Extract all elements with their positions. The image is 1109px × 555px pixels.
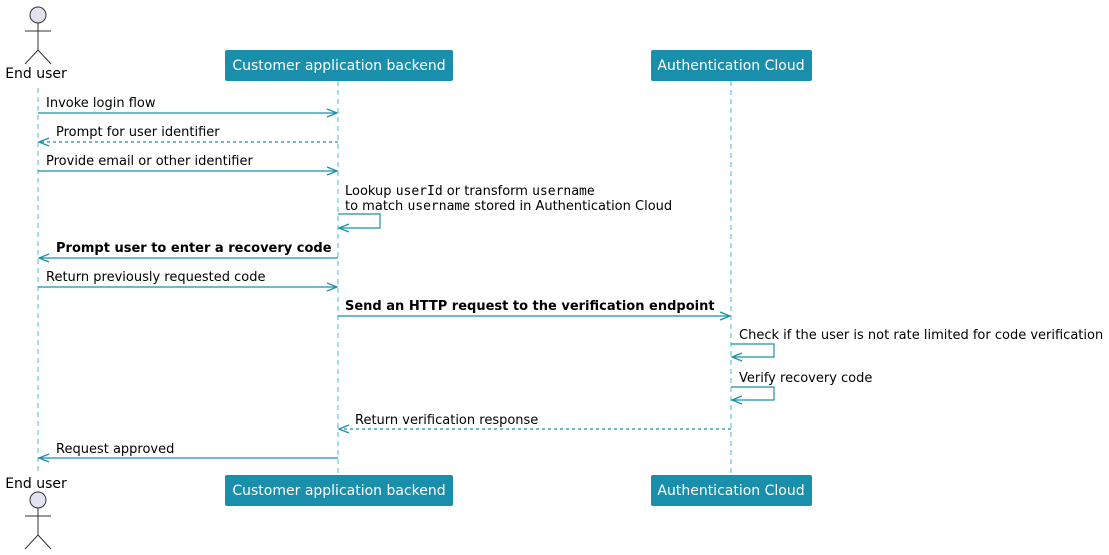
- message-return-code: Return previously requested code: [38, 270, 337, 287]
- message-label: Return verification response: [355, 413, 538, 428]
- participant-auth-cloud-bottom: Authentication Cloud: [651, 475, 812, 506]
- message-prompt-identifier: Prompt for user identifier: [39, 125, 338, 142]
- message-invoke-login: Invoke login flow: [38, 96, 337, 113]
- message-label: Request approved: [56, 442, 174, 457]
- message-provide-identifier: Provide email or other identifier: [38, 154, 337, 171]
- stick-figure-icon: [24, 6, 52, 65]
- message-send-http-request: Send an HTTP request to the verification…: [338, 299, 730, 316]
- actor-end-user-bottom: End user: [5, 476, 67, 550]
- participant-label-backend-bottom: Customer application backend: [232, 483, 445, 499]
- participant-label-auth-cloud-top: Authentication Cloud: [657, 58, 804, 74]
- actor-end-user-top: End user: [5, 6, 67, 82]
- message-label-line2: to match username stored in Authenticati…: [345, 199, 672, 214]
- message-verify-recovery-code: Verify recovery code: [731, 371, 872, 400]
- message-label: Prompt user to enter a recovery code: [56, 241, 332, 256]
- participant-label-auth-cloud-bottom: Authentication Cloud: [657, 483, 804, 499]
- message-prompt-recovery-code: Prompt user to enter a recovery code: [39, 241, 338, 258]
- actor-label-end-user-bottom: End user: [5, 476, 67, 492]
- message-label: Check if the user is not rate limited fo…: [739, 328, 1103, 343]
- message-label: Verify recovery code: [739, 371, 872, 386]
- participant-label-backend-top: Customer application backend: [232, 58, 445, 74]
- message-check-rate-limit: Check if the user is not rate limited fo…: [731, 328, 1103, 357]
- message-label: Invoke login flow: [46, 96, 156, 111]
- message-label: Send an HTTP request to the verification…: [345, 299, 715, 314]
- participant-backend-bottom: Customer application backend: [225, 475, 453, 506]
- message-label: Provide email or other identifier: [46, 154, 253, 169]
- message-lookup-userid: Lookup userId or transform username to m…: [338, 184, 672, 228]
- participant-backend-top: Customer application backend: [225, 50, 453, 81]
- participant-auth-cloud-top: Authentication Cloud: [651, 50, 812, 81]
- stick-figure-icon: [24, 491, 52, 550]
- message-request-approved: Request approved: [39, 442, 338, 458]
- message-label: Return previously requested code: [46, 270, 265, 285]
- actor-label-end-user-top: End user: [5, 66, 67, 82]
- message-verification-response: Return verification response: [339, 413, 731, 429]
- message-label: Prompt for user identifier: [56, 125, 220, 140]
- message-label-line1: Lookup userId or transform username: [345, 184, 595, 199]
